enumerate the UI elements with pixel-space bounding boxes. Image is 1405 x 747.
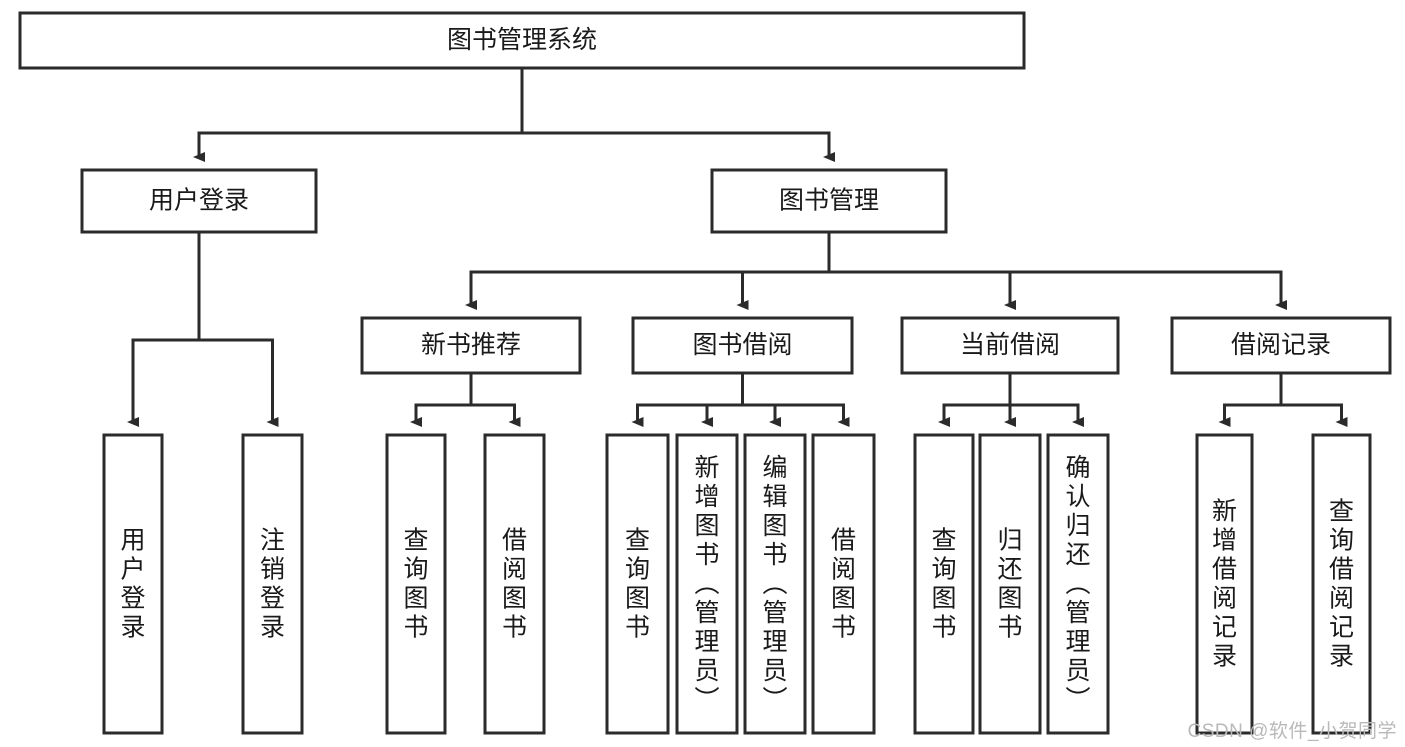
- node-label: 借阅图书: [502, 527, 527, 642]
- new-book-rec-branch-to-leaf-query-book-rec: [410, 403, 471, 427]
- node-label: 查询借阅记录: [1329, 498, 1354, 671]
- node-leaf-return-book[interactable]: 归还图书: [978, 433, 1042, 735]
- root-branch-to-book-manage: [522, 131, 835, 162]
- node-box: [900, 316, 1120, 375]
- book-manage-branch-to-borrow-record: [829, 270, 1287, 310]
- user-login-branch-to-leaf-user-logout: [199, 338, 279, 427]
- new-book-rec-branch-to-leaf-borrow-book-rec: [471, 403, 521, 427]
- node-leaf-user-login[interactable]: 用户登录: [102, 433, 164, 735]
- node-box: [483, 433, 546, 735]
- node-layer: 新书推荐图书借阅当前借阅借阅记录用户登录注销登录查询图书借阅图书查询图书新增图书…: [18, 11, 1392, 735]
- node-book-borrow[interactable]: 图书借阅: [631, 316, 854, 375]
- node-box: [360, 316, 582, 375]
- node-leaf-query-book-borrow[interactable]: 查询图书: [605, 433, 670, 735]
- node-label: 用户登录: [149, 187, 249, 215]
- node-leaf-query-book-rec[interactable]: 查询图书: [385, 433, 447, 735]
- node-label: 图书管理: [779, 187, 879, 215]
- borrow-record-branch-to-leaf-query-record: [1281, 403, 1348, 427]
- node-box: [978, 433, 1042, 735]
- node-label: 确认归还︵管理员︶: [1065, 454, 1090, 714]
- node-label: 查询图书: [931, 527, 956, 642]
- node-label: 图书借阅: [692, 331, 792, 359]
- node-box: [1311, 433, 1372, 735]
- user-login-branch-to-leaf-user-login: [127, 338, 199, 427]
- node-label: 当前借阅: [960, 331, 1060, 359]
- node-borrow-record[interactable]: 借阅记录: [1170, 316, 1392, 375]
- node-label: 用户登录: [120, 527, 145, 642]
- node-box: [1170, 316, 1392, 375]
- book-borrow-branch-to-leaf-add-book: [701, 403, 743, 427]
- node-label: 注销登录: [260, 527, 285, 642]
- node-label: 查询图书: [625, 527, 650, 642]
- node-label: 编辑图书︵管理员︶: [762, 454, 787, 714]
- watermark-text: CSDN @软件_小贺同学: [1187, 721, 1397, 742]
- node-box: [811, 433, 876, 735]
- node-label: 借阅图书: [831, 527, 856, 642]
- node-label: 查询图书: [403, 527, 428, 642]
- node-box: [80, 168, 318, 234]
- node-label: 归还图书: [997, 527, 1022, 642]
- node-box: [710, 168, 948, 234]
- connector-layer: [127, 68, 1348, 427]
- node-leaf-confirm-return[interactable]: 确认归还︵管理员︶: [1046, 433, 1110, 735]
- node-label: 新增借阅记录: [1212, 498, 1237, 671]
- node-book-manage[interactable]: 图书管理: [710, 168, 948, 234]
- book-manage-branch-to-current-borrow: [829, 270, 1016, 310]
- node-leaf-borrow-book[interactable]: 借阅图书: [811, 433, 876, 735]
- node-leaf-edit-book[interactable]: 编辑图书︵管理员︶: [743, 433, 807, 735]
- node-label: 新书推荐: [421, 331, 521, 359]
- book-borrow-branch-to-leaf-edit-book: [742, 403, 781, 427]
- node-root[interactable]: 图书管理系统: [18, 11, 1026, 70]
- node-box: [605, 433, 670, 735]
- book-borrow-branch-to-leaf-query-book-borrow: [631, 403, 743, 427]
- node-box: [385, 433, 447, 735]
- node-box: [631, 316, 854, 375]
- node-new-book-rec[interactable]: 新书推荐: [360, 316, 582, 375]
- node-box: [102, 433, 164, 735]
- node-leaf-query-record[interactable]: 查询借阅记录: [1311, 433, 1372, 735]
- book-borrow-branch-to-leaf-borrow-book: [742, 403, 850, 427]
- node-box: [241, 433, 304, 735]
- node-box: [18, 11, 1026, 70]
- book-manage-branch-to-new-book-rec: [465, 270, 829, 310]
- borrow-record-branch-to-leaf-add-record: [1218, 403, 1281, 427]
- node-box: [743, 433, 807, 735]
- node-box: [1195, 433, 1254, 735]
- node-label: 新增图书︵管理员︶: [694, 454, 719, 714]
- current-borrow-branch-to-leaf-confirm-return: [1010, 403, 1084, 427]
- node-leaf-borrow-book-rec[interactable]: 借阅图书: [483, 433, 546, 735]
- book-manage-branch-to-book-borrow: [736, 270, 829, 310]
- node-leaf-query-book-cur[interactable]: 查询图书: [913, 433, 975, 735]
- root-branch-to-user-login: [193, 131, 522, 162]
- node-label: 图书管理系统: [447, 26, 597, 54]
- node-leaf-add-book[interactable]: 新增图书︵管理员︶: [675, 433, 739, 735]
- node-leaf-add-record[interactable]: 新增借阅记录: [1195, 433, 1254, 735]
- node-user-login[interactable]: 用户登录: [80, 168, 318, 234]
- node-box: [913, 433, 975, 735]
- node-box: [675, 433, 739, 735]
- node-box: [1046, 433, 1110, 735]
- node-label: 借阅记录: [1231, 331, 1331, 359]
- node-leaf-user-logout[interactable]: 注销登录: [241, 433, 304, 735]
- current-borrow-branch-to-leaf-query-book-cur: [938, 403, 1010, 427]
- node-current-borrow[interactable]: 当前借阅: [900, 316, 1120, 375]
